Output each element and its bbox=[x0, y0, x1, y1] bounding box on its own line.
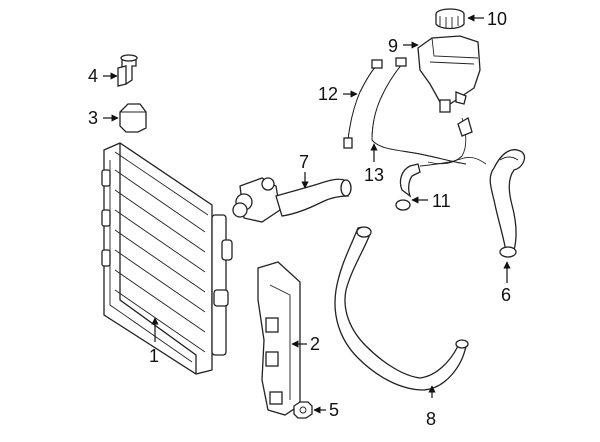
callout-9: 9 bbox=[388, 36, 419, 56]
vent-line-12 bbox=[343, 59, 383, 149]
callout-12: 12 bbox=[318, 84, 358, 104]
callout-1: 1 bbox=[149, 317, 159, 366]
hose-8 bbox=[334, 226, 469, 391]
callout-6: 6 bbox=[501, 261, 511, 305]
callout-3: 3 bbox=[88, 108, 119, 128]
coolant-reservoir bbox=[417, 35, 481, 113]
callout-7-label: 7 bbox=[299, 152, 309, 172]
callout-4: 4 bbox=[88, 66, 118, 86]
callout-13-label: 13 bbox=[364, 165, 384, 185]
callout-3-label: 3 bbox=[88, 108, 98, 128]
callout-13: 13 bbox=[364, 143, 384, 185]
callout-10-label: 10 bbox=[487, 9, 507, 29]
mount-pin bbox=[117, 54, 138, 87]
callout-10: 10 bbox=[467, 9, 507, 29]
callout-9-label: 9 bbox=[388, 36, 398, 56]
callout-1-label: 1 bbox=[149, 346, 159, 366]
nut bbox=[293, 401, 313, 419]
callout-8: 8 bbox=[426, 385, 436, 429]
radiator bbox=[101, 142, 233, 375]
reservoir-cap bbox=[435, 8, 465, 30]
vent-line-13 bbox=[371, 57, 467, 165]
callout-4-label: 4 bbox=[88, 66, 98, 86]
callout-12-label: 12 bbox=[318, 84, 338, 104]
hose-11 bbox=[395, 117, 487, 211]
air-deflector bbox=[257, 261, 301, 416]
callout-11: 11 bbox=[411, 191, 451, 211]
callout-2-label: 2 bbox=[310, 334, 320, 354]
hose-6 bbox=[489, 149, 526, 258]
callout-7: 7 bbox=[299, 152, 309, 189]
callout-5-label: 5 bbox=[329, 400, 339, 420]
hose-7 bbox=[232, 177, 352, 223]
callout-11-label: 11 bbox=[432, 191, 451, 211]
mount-bushing bbox=[119, 103, 147, 133]
callout-5: 5 bbox=[313, 400, 339, 420]
callout-2: 2 bbox=[291, 334, 320, 354]
callout-8-label: 8 bbox=[426, 409, 436, 429]
callout-6-label: 6 bbox=[501, 285, 511, 305]
